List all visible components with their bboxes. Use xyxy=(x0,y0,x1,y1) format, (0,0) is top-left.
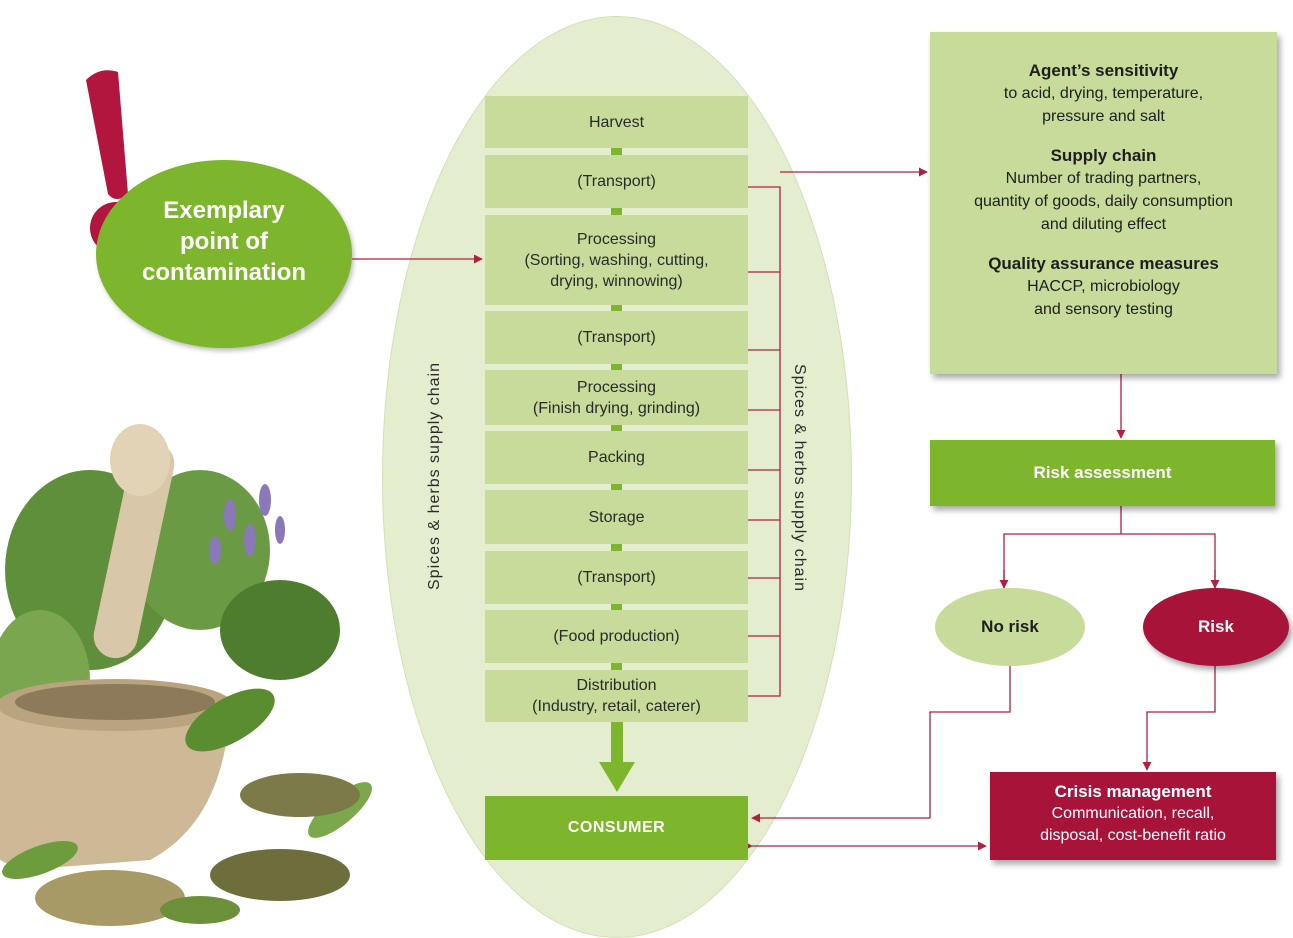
step-processing-2-line-1: Processing xyxy=(576,378,657,396)
consumer-label: CONSUMER xyxy=(567,819,666,836)
supply-chain-label-right: Spices & herbs supply chain xyxy=(791,364,808,592)
step-food-production: (Food production) xyxy=(485,610,748,663)
step-processing-1-line-1: Processing xyxy=(576,230,657,248)
step-harvest: Harvest xyxy=(485,96,748,148)
no-risk-ellipse: No risk xyxy=(935,588,1085,666)
no-risk-label: No risk xyxy=(981,617,1039,636)
factor-quality-assurance: Quality assurance measures HACCP, microb… xyxy=(930,252,1277,321)
factor-text: pressure and salt xyxy=(1042,108,1165,125)
factor-agent-sensitivity: Agent’s sensitivity to acid, drying, tem… xyxy=(930,59,1277,128)
factor-text: quantity of goods, daily consumption xyxy=(974,193,1233,210)
crisis-text: disposal, cost-benefit ratio xyxy=(1040,827,1226,844)
crisis-text: Communication, recall, xyxy=(1051,805,1215,822)
step-transport-3: (Transport) xyxy=(485,551,748,604)
factor-text: Number of trading partners, xyxy=(1005,170,1202,187)
factor-heading: Agent’s sensitivity xyxy=(1028,61,1179,80)
factor-supply-chain: Supply chain Number of trading partners,… xyxy=(930,144,1277,236)
factor-text: HACCP, microbiology xyxy=(1027,278,1180,295)
risk-factors-box: Agent’s sensitivity to acid, drying, tem… xyxy=(930,32,1277,374)
contamination-point-label: Exemplary point of contamination xyxy=(108,195,340,288)
factor-heading: Quality assurance measures xyxy=(988,254,1219,273)
step-processing-1: Processing (Sorting, washing, cutting, d… xyxy=(485,215,748,305)
crisis-heading: Crisis management xyxy=(1054,782,1212,801)
step-transport-2-line-1: (Transport) xyxy=(577,329,656,346)
step-processing-1-line-2: (Sorting, washing, cutting, xyxy=(524,251,709,269)
contamination-point-ellipse xyxy=(96,160,352,348)
step-packing: Packing xyxy=(485,431,748,484)
contamination-line-3: contamination xyxy=(141,259,306,286)
step-transport-3-line-1: (Transport) xyxy=(577,569,656,586)
step-storage: Storage xyxy=(485,490,748,544)
step-transport-1-line-1: (Transport) xyxy=(577,173,656,190)
contamination-line-1: Exemplary xyxy=(163,197,285,224)
step-processing-1-line-3: drying, winnowing) xyxy=(550,272,683,290)
step-transport-1: (Transport) xyxy=(485,155,748,208)
step-transport-2: (Transport) xyxy=(485,311,748,364)
step-packing-line-1: Packing xyxy=(588,449,645,466)
risk-ellipse: Risk xyxy=(1143,588,1289,666)
risk-assessment-label: Risk assessment xyxy=(1033,463,1172,482)
step-distribution-line-1: Distribution xyxy=(576,677,657,694)
herbs-mortar-illustration xyxy=(0,424,372,926)
factor-text: to acid, drying, temperature, xyxy=(1003,85,1204,102)
step-distribution: Distribution (Industry, retail, caterer) xyxy=(485,670,748,722)
crisis-management-box: Crisis management Communication, recall,… xyxy=(990,772,1276,860)
down-arrow-icon xyxy=(599,722,635,792)
contamination-line-2: point of xyxy=(180,228,268,255)
consumer-box: CONSUMER xyxy=(485,796,748,860)
factor-text: and diluting effect xyxy=(1040,216,1167,233)
step-food-production-line-1: (Food production) xyxy=(553,628,680,645)
step-processing-2: Processing (Finish drying, grinding) xyxy=(485,370,748,425)
step-harvest-line-1: Harvest xyxy=(588,113,645,131)
factor-text: and sensory testing xyxy=(1034,301,1173,318)
risk-assessment-box: Risk assessment xyxy=(930,440,1275,506)
step-processing-2-line-2: (Finish drying, grinding) xyxy=(532,399,701,417)
risk-label: Risk xyxy=(1198,617,1234,636)
step-distribution-line-2: (Industry, retail, caterer) xyxy=(532,698,701,715)
factor-heading: Supply chain xyxy=(1050,146,1157,165)
supply-chain-label-left: Spices & herbs supply chain xyxy=(426,362,443,590)
step-storage-line-1: Storage xyxy=(588,508,645,526)
